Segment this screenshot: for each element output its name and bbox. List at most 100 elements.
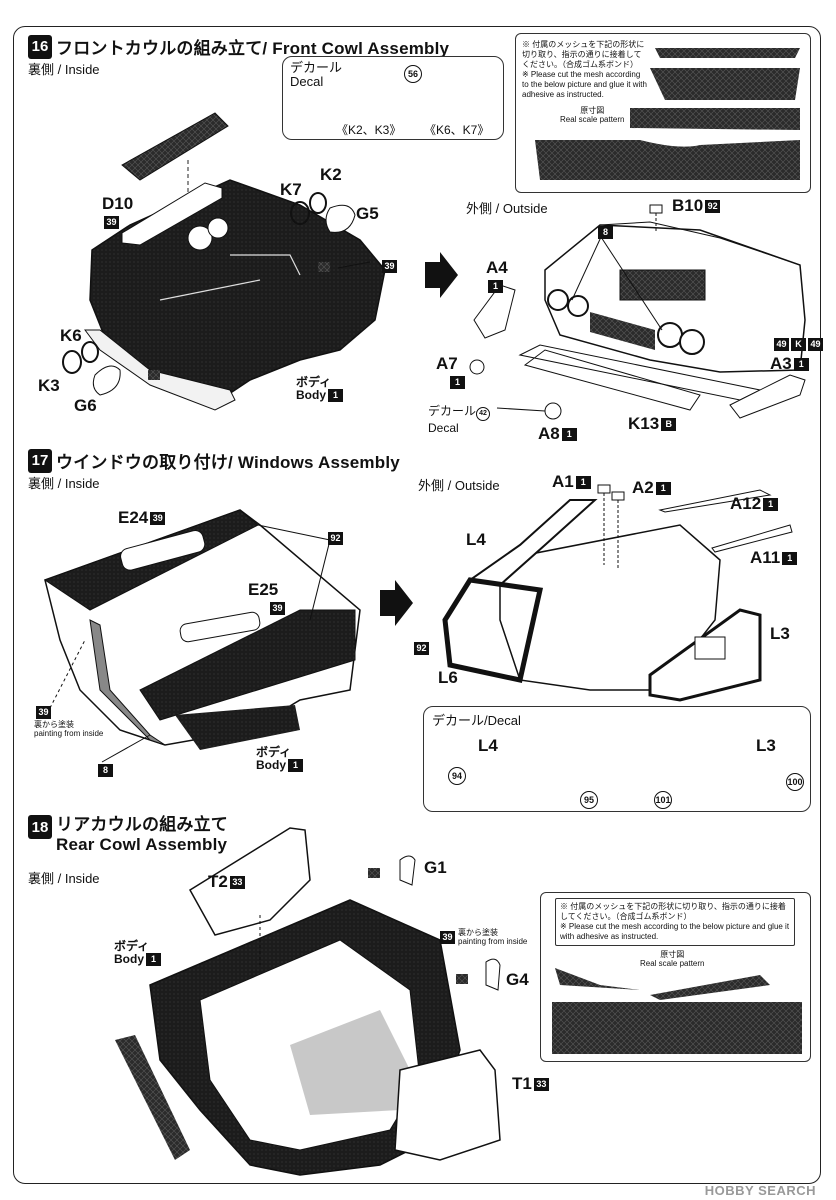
body-en-17: Body	[256, 758, 286, 772]
part-l6-ref: 92	[414, 642, 429, 656]
part-a2-label: A2	[632, 478, 654, 497]
part-t1-ref: 33	[533, 1078, 549, 1092]
decal-right-caption: 《K6、K7》	[424, 123, 490, 137]
decal-box-k-parts	[282, 56, 504, 140]
step17-inside-label: 裏側 / Inside	[28, 476, 100, 491]
ref-39-rear: 39	[440, 930, 455, 944]
scale-note-16-en: Real scale pattern	[560, 115, 625, 124]
part-k2: K2	[320, 165, 342, 184]
part-t2-label: T2	[208, 872, 228, 891]
mesh-note-16: ※ 付属のメッシュを下記の形状に切り取り、指示の通りに接着してください。（合成ゴ…	[522, 40, 647, 100]
windows-decal-title: デカール/Decal	[432, 713, 521, 728]
step16-title: フロントカウルの組み立て/ Front Cowl Assembly	[56, 39, 450, 58]
part-l3: L3	[770, 624, 790, 643]
step18-number: 18	[28, 815, 52, 839]
part-a3-ref: 1	[793, 358, 809, 372]
decal-num-101: 101	[654, 791, 672, 809]
part-t1-label: T1	[512, 1074, 532, 1093]
part-a11-label: A11	[750, 548, 781, 567]
part-a7-ref: 1	[450, 376, 465, 390]
part-a3-label: A3	[770, 354, 792, 373]
part-a8-ref: 1	[561, 428, 577, 442]
part-a4: A4	[486, 258, 508, 277]
decal-42-en: Decal	[428, 420, 459, 435]
scale-note-18: 原寸図 Real scale pattern	[640, 950, 704, 968]
ref-49-a: 49	[774, 338, 789, 352]
mesh-note-18-en: ※ Please cut the mesh according to the b…	[560, 922, 790, 941]
part-g1: G1	[424, 858, 447, 877]
arrow-step17	[380, 580, 413, 626]
step17-outside-label: 外側 / Outside	[418, 478, 500, 493]
watermark: HOBBY SEARCH	[704, 1183, 816, 1198]
part-t2-ref: 33	[229, 876, 245, 890]
ref-8-front: 8	[598, 226, 613, 240]
ref-92-window: 92	[328, 532, 343, 546]
mesh-pattern-16	[535, 48, 800, 180]
part-k6: K6	[60, 326, 82, 345]
windows-outside-drawing	[442, 484, 793, 702]
part-b10-ref: 92	[705, 200, 721, 214]
part-l6: L6	[438, 668, 458, 687]
paint-note-18-en: painting from inside	[458, 937, 528, 946]
decal-num-94: 94	[448, 767, 466, 785]
body-jp-18: ボディ	[114, 939, 150, 953]
decal-42-no: 42	[476, 406, 491, 421]
decal-title-jp: デカール	[290, 60, 343, 75]
part-a12-ref: 1	[763, 498, 779, 512]
part-g5: G5	[356, 204, 379, 223]
part-a4-ref: 1	[488, 280, 503, 294]
ref-49-mid: K	[791, 338, 806, 352]
step16-outside-label: 外側 / Outside	[466, 201, 548, 216]
part-k3: K3	[38, 376, 60, 395]
paint-note-18-jp: 裏から塗装	[458, 928, 498, 937]
part-d10: D10	[102, 194, 133, 214]
body-jp-17: ボディ	[256, 745, 292, 759]
body-en-18: Body	[114, 952, 144, 966]
part-a7: A7	[436, 354, 458, 373]
step17-title: ウインドウの取り付け/ Windows Assembly	[56, 453, 400, 472]
windows-inside-drawing	[43, 509, 361, 763]
mesh-note-box-16	[515, 33, 811, 193]
decal-num-95: 95	[580, 791, 598, 809]
mesh-pattern-18	[552, 968, 802, 1054]
step16-number: 16	[28, 34, 52, 59]
part-g4: G4	[506, 970, 529, 989]
step17-number: 17	[28, 448, 52, 473]
part-b10-label: B10	[672, 196, 704, 215]
part-a1-label: A1	[552, 472, 574, 491]
decal-42-jp: デカール	[428, 404, 477, 418]
ref-49-b: 49	[808, 338, 823, 352]
step18-title-en: Rear Cowl Assembly	[56, 835, 228, 854]
mesh-note-box-18	[540, 892, 811, 1062]
ref-8-window: 8	[98, 764, 113, 778]
decal-box-windows	[423, 706, 811, 812]
decal-l4: L4	[478, 736, 498, 755]
step16-header: 16 フロントカウルの組み立て/ Front Cowl Assembly	[28, 34, 449, 59]
paint-note-17-jp: 裏から塗装	[34, 720, 74, 729]
mesh-note-18-jp: ※ 付属のメッシュを下記の形状に切り取り、指示の通りに接着してください。（合成ゴ…	[560, 902, 786, 921]
step18-title-jp: リアカウルの組み立て	[56, 815, 228, 834]
ref-39-window: 39	[36, 706, 51, 720]
body-ref-18: 1	[146, 953, 161, 967]
decal-left-caption: 《K2、K3》	[336, 123, 402, 137]
mesh-note-inner-18	[555, 898, 795, 946]
part-e24-label: E24	[118, 508, 149, 527]
decal-l3: L3	[756, 736, 776, 755]
scale-note-18-jp: 原寸図	[660, 950, 685, 959]
paint-note-17-en: painting from inside	[34, 729, 104, 738]
part-a2-ref: 1	[655, 482, 671, 496]
ref-39-front: 39	[382, 260, 397, 274]
